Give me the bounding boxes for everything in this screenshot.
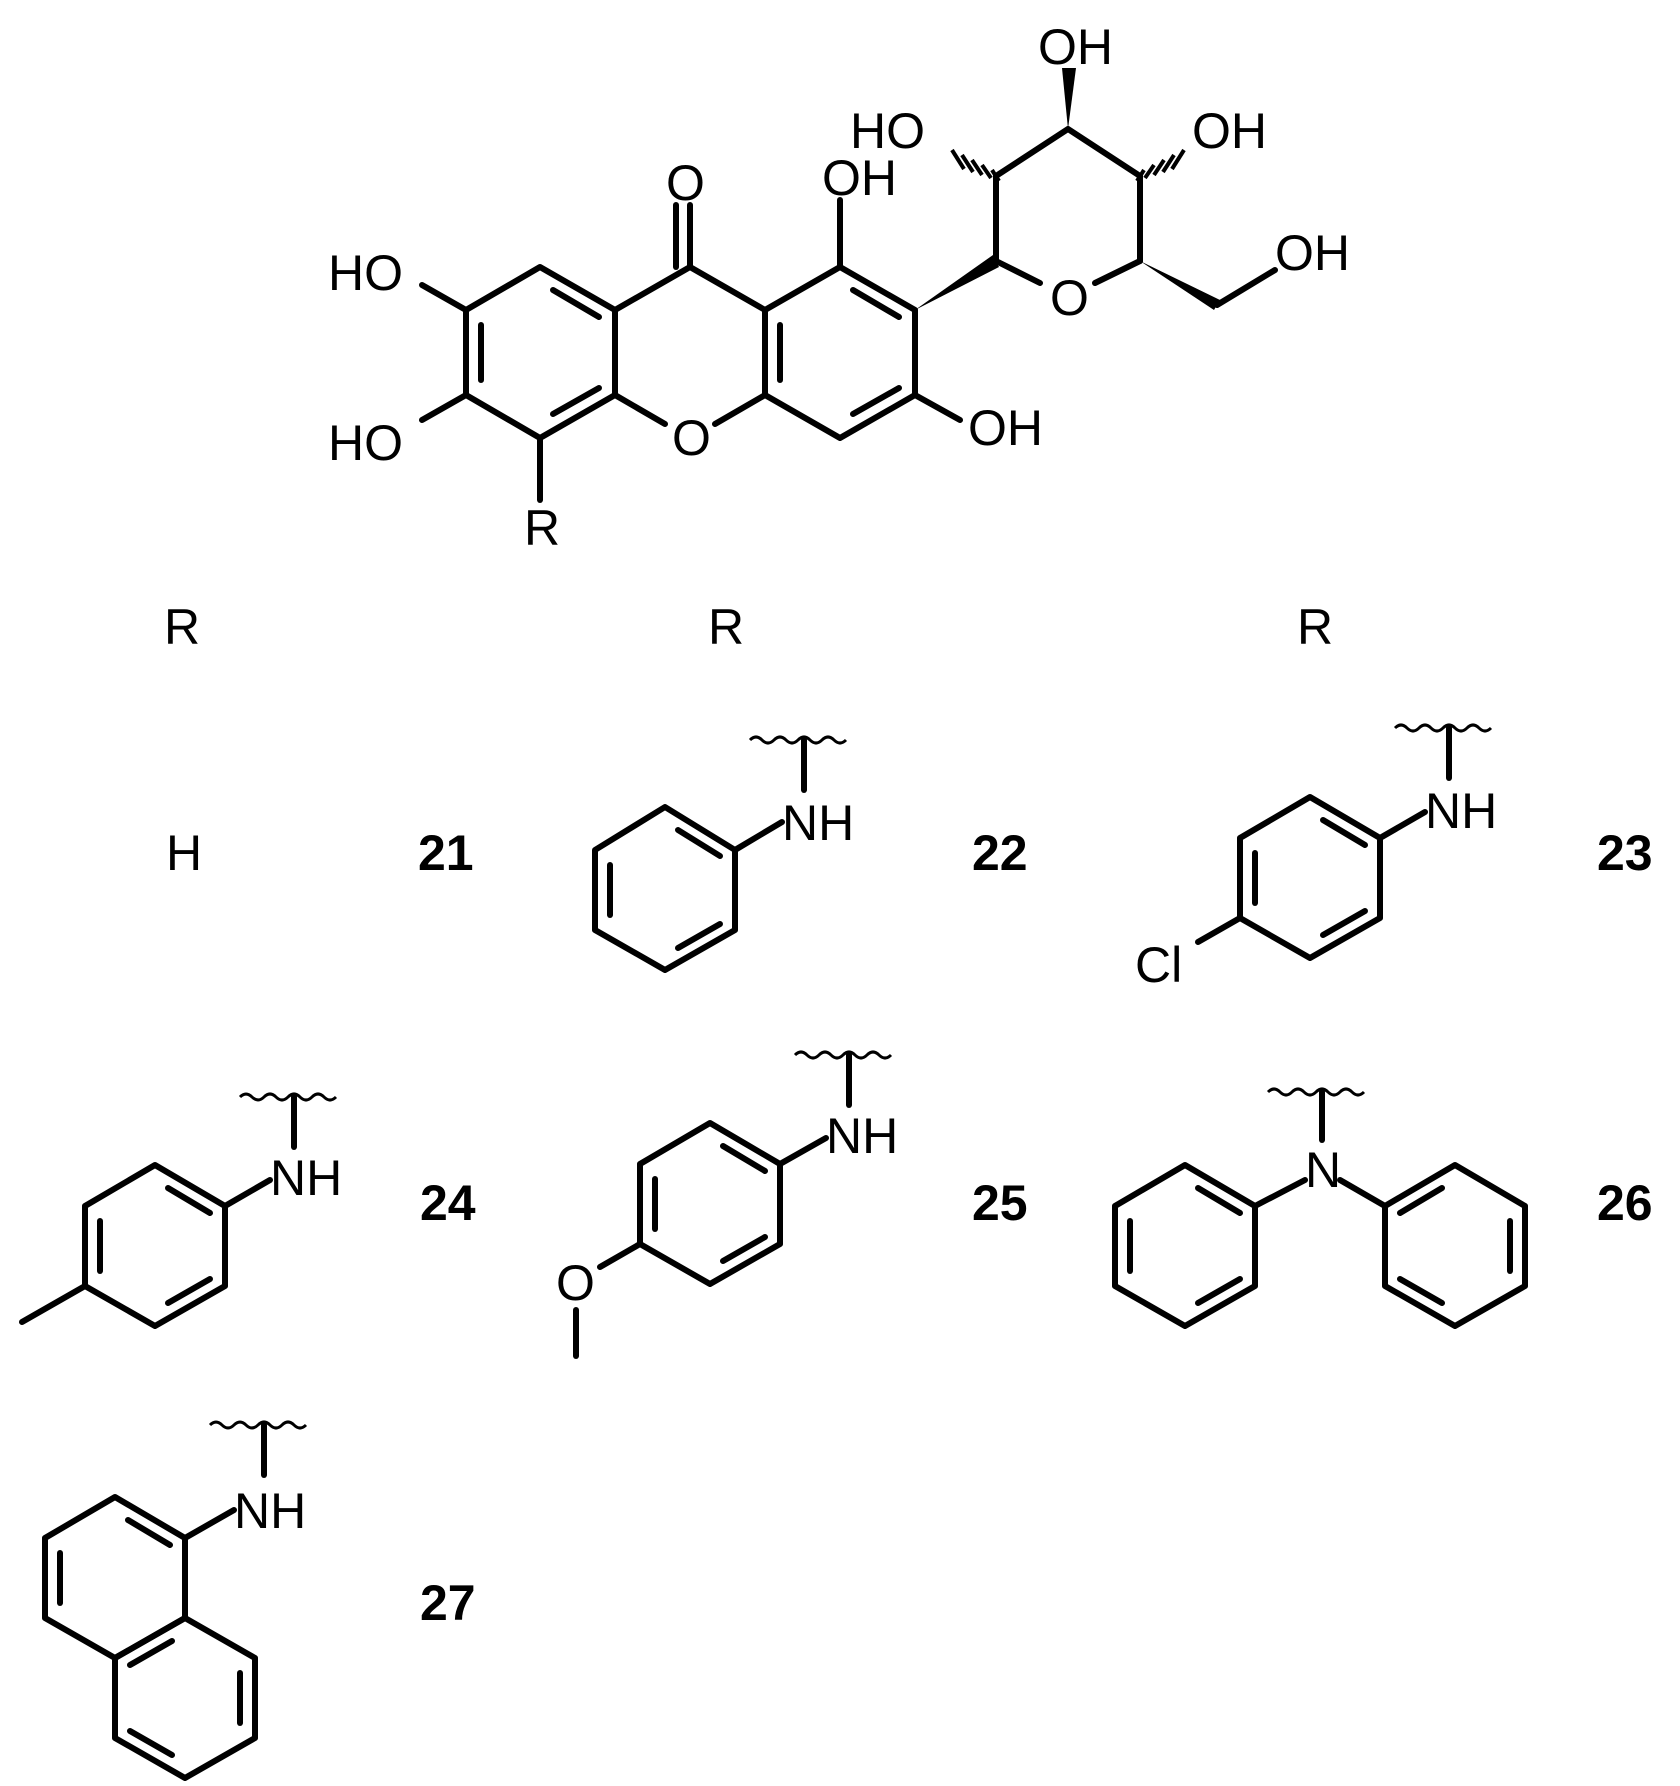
ring-oxygen-label: O <box>672 410 711 466</box>
ho-label: HO <box>328 415 403 471</box>
oh-label: OH <box>822 150 897 206</box>
oh-label: OH <box>1038 19 1113 75</box>
column-header-r: R <box>708 599 744 655</box>
chlorine-label: Cl <box>1135 937 1182 993</box>
attachment-point-wavy <box>208 1420 308 1430</box>
compound-number: 23 <box>1597 825 1653 881</box>
compound-25-structure: NH O <box>556 1050 898 1359</box>
amine-label: NH <box>270 1150 342 1206</box>
compound-22-structure: NH <box>592 735 854 973</box>
amine-label: NH <box>782 795 854 851</box>
core-structure: O O O R OH OH HO HO OH HO OH OH <box>328 19 1350 556</box>
amine-label: N <box>1305 1142 1341 1198</box>
compound-24-structure: NH <box>19 1092 342 1329</box>
compound-26-structure: N <box>1112 1087 1528 1329</box>
oh-label: OH <box>1275 225 1350 281</box>
amine-label: NH <box>234 1483 306 1539</box>
compound-23-structure: NH Cl <box>1135 723 1497 993</box>
compound-number: 27 <box>420 1575 476 1631</box>
attachment-point-wavy <box>1266 1087 1366 1097</box>
attachment-point-wavy <box>238 1092 338 1102</box>
wedge-bond-ch2 <box>1140 261 1220 310</box>
attachment-point-wavy <box>748 735 848 745</box>
substituent-h: H <box>166 825 202 881</box>
oh-label: OH <box>968 400 1043 456</box>
sugar-ring <box>993 126 1143 286</box>
right-aromatic-ring <box>762 264 918 441</box>
ho-label: HO <box>850 103 925 159</box>
compound-number: 22 <box>972 825 1028 881</box>
column-header-r: R <box>164 599 200 655</box>
central-pyranone-ring <box>612 202 768 427</box>
amine-label: NH <box>826 1108 898 1164</box>
attachment-point-wavy <box>1393 723 1493 733</box>
attachment-point-wavy <box>793 1050 893 1060</box>
sugar-oxygen-label: O <box>1050 270 1089 326</box>
r-label: R <box>524 500 560 556</box>
wedge-bond-top-oh <box>1062 68 1076 129</box>
amine-label: NH <box>1425 783 1497 839</box>
compound-number: 25 <box>972 1175 1028 1231</box>
compound-number: 26 <box>1597 1175 1653 1231</box>
c-glycoside-wedge-bond <box>915 255 999 310</box>
compound-number: 24 <box>420 1175 476 1231</box>
hashed-bond-left <box>950 148 1001 183</box>
oxygen-label: O <box>556 1255 595 1311</box>
carbonyl-oxygen-label: O <box>666 155 705 211</box>
column-header-r: R <box>1297 599 1333 655</box>
hashed-bond-right <box>1135 148 1186 183</box>
oh-label: OH <box>1192 103 1267 159</box>
compound-27-structure: NH <box>42 1420 308 1781</box>
compound-number: 21 <box>418 825 474 881</box>
left-aromatic-ring <box>463 264 618 441</box>
ho-label: HO <box>328 245 403 301</box>
